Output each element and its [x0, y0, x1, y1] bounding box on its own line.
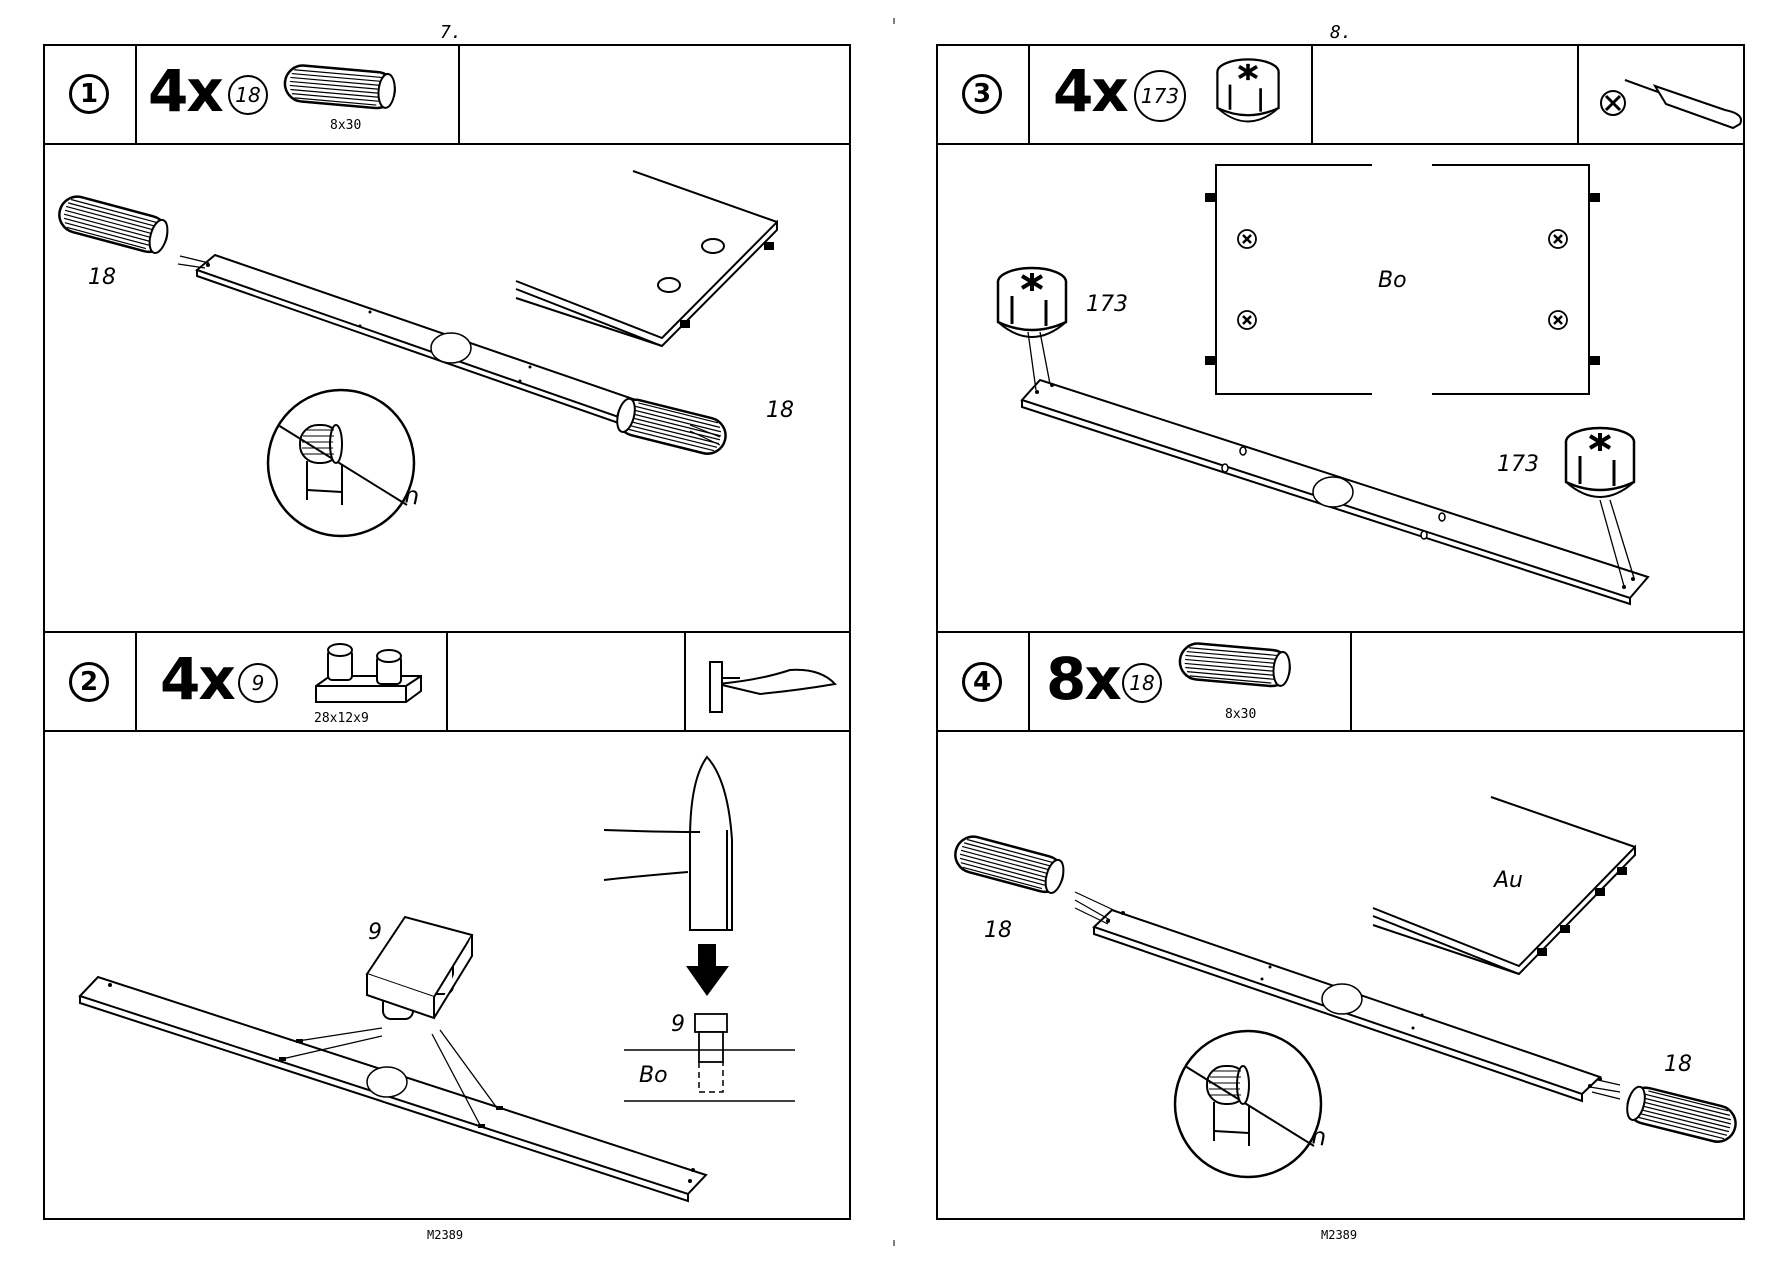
cam-label: 173 — [1497, 452, 1539, 477]
step-number: 1 — [69, 74, 109, 114]
screwdriver-icon — [1600, 79, 1742, 130]
part-id-badge: 18 — [1122, 663, 1162, 703]
step-number: 4 — [962, 662, 1002, 702]
quantity-label: 4x — [148, 57, 224, 125]
step-number: 3 — [962, 74, 1002, 114]
part-size-label: 8x30 — [330, 118, 362, 133]
page-number-right: 8. — [1330, 22, 1352, 43]
footer-code-right: M2389 — [1321, 1228, 1358, 1242]
part-id-badge: 9 — [238, 663, 278, 703]
panel-top-label: Au — [1494, 868, 1523, 893]
quantity-label: 8x — [1046, 645, 1122, 713]
part-id-badge: 173 — [1134, 70, 1186, 122]
part-label: 9 — [368, 920, 382, 945]
part-id-badge: 18 — [228, 75, 268, 115]
cam-label: 173 — [1086, 292, 1128, 317]
dowel-label: 18 — [88, 265, 116, 290]
panel-top-label: Bo — [1378, 268, 1407, 293]
detail-part-label: 9 — [671, 1012, 685, 1037]
footer-code-left: M2389 — [427, 1228, 464, 1242]
dowel-label: 18 — [766, 398, 794, 423]
quantity-label: 4x — [1053, 57, 1129, 125]
detail-panel-label: Bo — [639, 1063, 668, 1088]
part-size-label: 28x12x9 — [314, 711, 369, 726]
dowel-label: 18 — [1664, 1052, 1692, 1077]
dowel-label: 18 — [984, 918, 1012, 943]
part-size-label: 8x30 — [1225, 707, 1257, 722]
hammer-icon — [709, 661, 838, 713]
page-number-left: 7. — [440, 22, 462, 43]
step-number: 2 — [69, 662, 109, 702]
quantity-label: 4x — [160, 645, 236, 713]
